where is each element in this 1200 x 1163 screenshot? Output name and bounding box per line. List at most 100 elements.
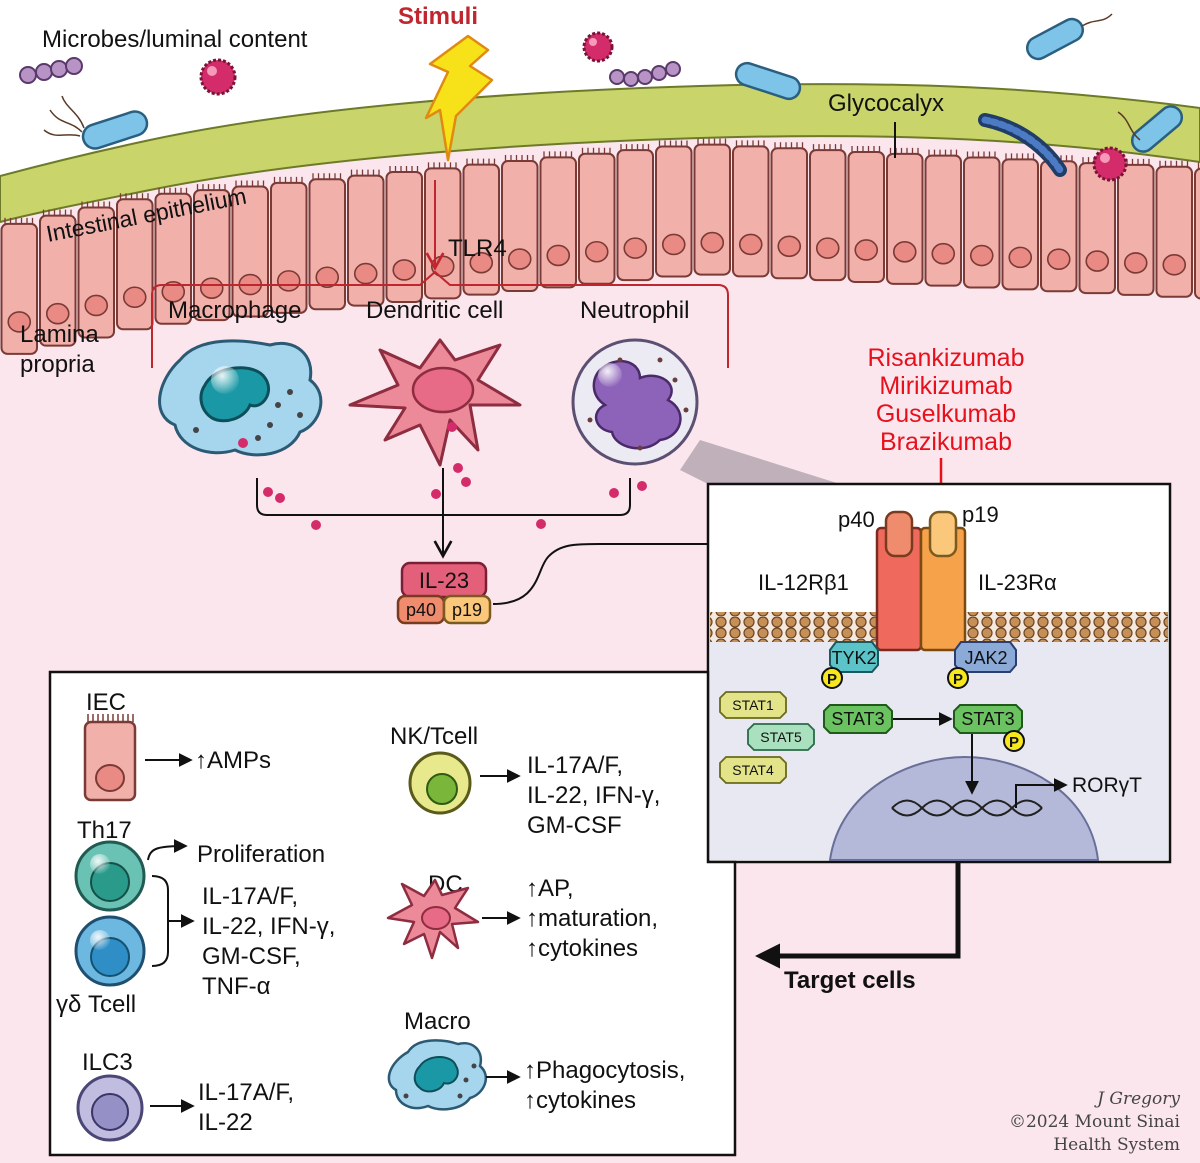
iec-effect: ↑AMPs xyxy=(195,747,271,774)
macro-cell xyxy=(387,1039,488,1111)
stat5-label: STAT5 xyxy=(760,729,802,745)
epithelial-cell xyxy=(1155,165,1193,298)
epithelial-nucleus xyxy=(161,281,186,303)
microbe-rod-top-right xyxy=(1025,13,1113,61)
p19-label: p19 xyxy=(962,502,999,527)
macro-effect-2: ↑cytokines xyxy=(524,1087,636,1114)
macro-effect-1: ↑Phagocytosis, xyxy=(524,1057,685,1084)
microvilli xyxy=(658,140,688,147)
ilc3-effect-2: IL-22 xyxy=(198,1109,253,1136)
il23-to-receptor-arrow xyxy=(492,534,861,605)
epithelial-nucleus xyxy=(469,251,494,274)
drug-list: Risankizumab Mirikizumab Guselkumab Braz… xyxy=(867,344,1024,456)
epithelial-cell xyxy=(1040,160,1078,293)
dc-effects: ↑AP, ↑maturation, ↑cytokines xyxy=(526,875,665,962)
microvilli xyxy=(427,162,457,169)
shared-effect-2: IL-22, IFN-γ, xyxy=(202,913,335,940)
p40-label: p40 xyxy=(838,507,875,532)
tyk2-kinase xyxy=(829,641,879,673)
microbe-cocci-left xyxy=(199,58,237,96)
macro-title: Macro xyxy=(404,1008,471,1035)
epithelial-cell xyxy=(847,150,885,283)
epithelial-nucleus xyxy=(1123,252,1148,274)
ilc3-effect-1: IL-17A/F, xyxy=(198,1079,294,1106)
dc-cell xyxy=(386,878,480,960)
microvilli xyxy=(466,158,496,165)
epithelial-nucleus xyxy=(815,237,840,259)
microvilli xyxy=(774,142,804,149)
microvilli xyxy=(1159,160,1189,167)
neutrophil-cell xyxy=(571,338,699,466)
lamina-propria-label: Lamina propria xyxy=(20,321,105,378)
microbe-chain-right xyxy=(609,61,681,87)
dc-effect-1: ↑AP, xyxy=(526,875,574,902)
epithelial-cell xyxy=(963,156,1001,289)
iec-cell xyxy=(83,714,137,802)
dendritic-cell-label: Dendritic cell xyxy=(366,297,503,324)
il23-label: IL-23 xyxy=(419,568,469,593)
epithelial-nucleus xyxy=(1008,246,1033,269)
epithelial-nucleus xyxy=(7,311,32,333)
epithelial-cell xyxy=(693,143,731,276)
tyk2-phospho-label: P xyxy=(827,671,837,688)
stat3-phospho-label: P xyxy=(1009,734,1019,751)
epithelial-cell xyxy=(770,147,808,280)
microvilli xyxy=(851,145,881,152)
gd-tcell-title: γδ Tcell xyxy=(56,991,136,1018)
lamina-word: Lamina xyxy=(20,321,99,348)
nk-cell xyxy=(408,751,472,815)
stat3-left-label: STAT3 xyxy=(831,709,884,729)
drug-mirikizumab: Mirikizumab xyxy=(879,372,1012,400)
stat1-label: STAT1 xyxy=(732,697,774,713)
lightning-bolt-icon xyxy=(424,34,494,162)
glycocalyx-layer xyxy=(0,83,1200,224)
microvilli xyxy=(81,201,111,208)
il23-dots xyxy=(263,463,647,530)
epithelial-nucleus xyxy=(546,244,571,267)
target-cells-label: Target cells xyxy=(784,967,916,994)
microvilli xyxy=(735,140,765,147)
microvilli xyxy=(350,169,380,176)
lumen-label: Microbes/luminal content xyxy=(42,26,308,53)
microvilli xyxy=(196,184,226,191)
stat3-right-label: STAT3 xyxy=(961,709,1014,729)
stat3-left-box xyxy=(823,704,893,734)
microvilli xyxy=(158,187,188,194)
shared-effect-1: IL-17A/F, xyxy=(202,883,298,910)
epithelial-cell xyxy=(385,170,423,303)
epithelial-nucleus xyxy=(122,286,147,309)
credit-line-3: Health System xyxy=(1053,1135,1180,1155)
intestinal-epithelium xyxy=(0,138,1200,355)
epithelial-nucleus xyxy=(392,259,417,281)
epithelial-cell xyxy=(1001,158,1039,291)
epithelial-nucleus xyxy=(623,237,648,259)
epithelial-nucleus xyxy=(1085,250,1110,272)
dna-strand-a xyxy=(891,799,1043,817)
nucleus xyxy=(828,755,1100,861)
jak2-phospho xyxy=(947,667,969,689)
th17-proliferation-arrow xyxy=(147,839,188,861)
shared-bracket xyxy=(151,875,192,967)
microvilli xyxy=(312,173,342,180)
stat3-phospho xyxy=(1003,730,1025,752)
microvilli xyxy=(581,147,611,154)
propria-word: propria xyxy=(20,351,95,378)
rorgt-transcription-arrow xyxy=(1015,778,1068,808)
epithelial-cell xyxy=(809,149,847,282)
microvilli xyxy=(966,151,996,158)
epithelial-nucleus xyxy=(584,240,609,263)
il12rb1-label: IL-12Rβ1 xyxy=(758,570,849,595)
ilc3-cell xyxy=(76,1074,144,1142)
microbe-rod-right xyxy=(1117,105,1184,153)
microvilli xyxy=(504,155,534,162)
epithelial-cell xyxy=(539,156,577,289)
credit-line-1: J Gregory xyxy=(1094,1089,1180,1109)
glycocalyx-label: Glycocalyx xyxy=(828,90,944,117)
microbe-rod-left xyxy=(43,95,149,150)
microvilli xyxy=(1197,162,1200,169)
il23ra-label: IL-23Rα xyxy=(978,570,1057,595)
drug-guselkumab: Guselkumab xyxy=(876,400,1016,428)
epithelial-cell xyxy=(924,154,962,287)
microvilli xyxy=(42,209,72,216)
